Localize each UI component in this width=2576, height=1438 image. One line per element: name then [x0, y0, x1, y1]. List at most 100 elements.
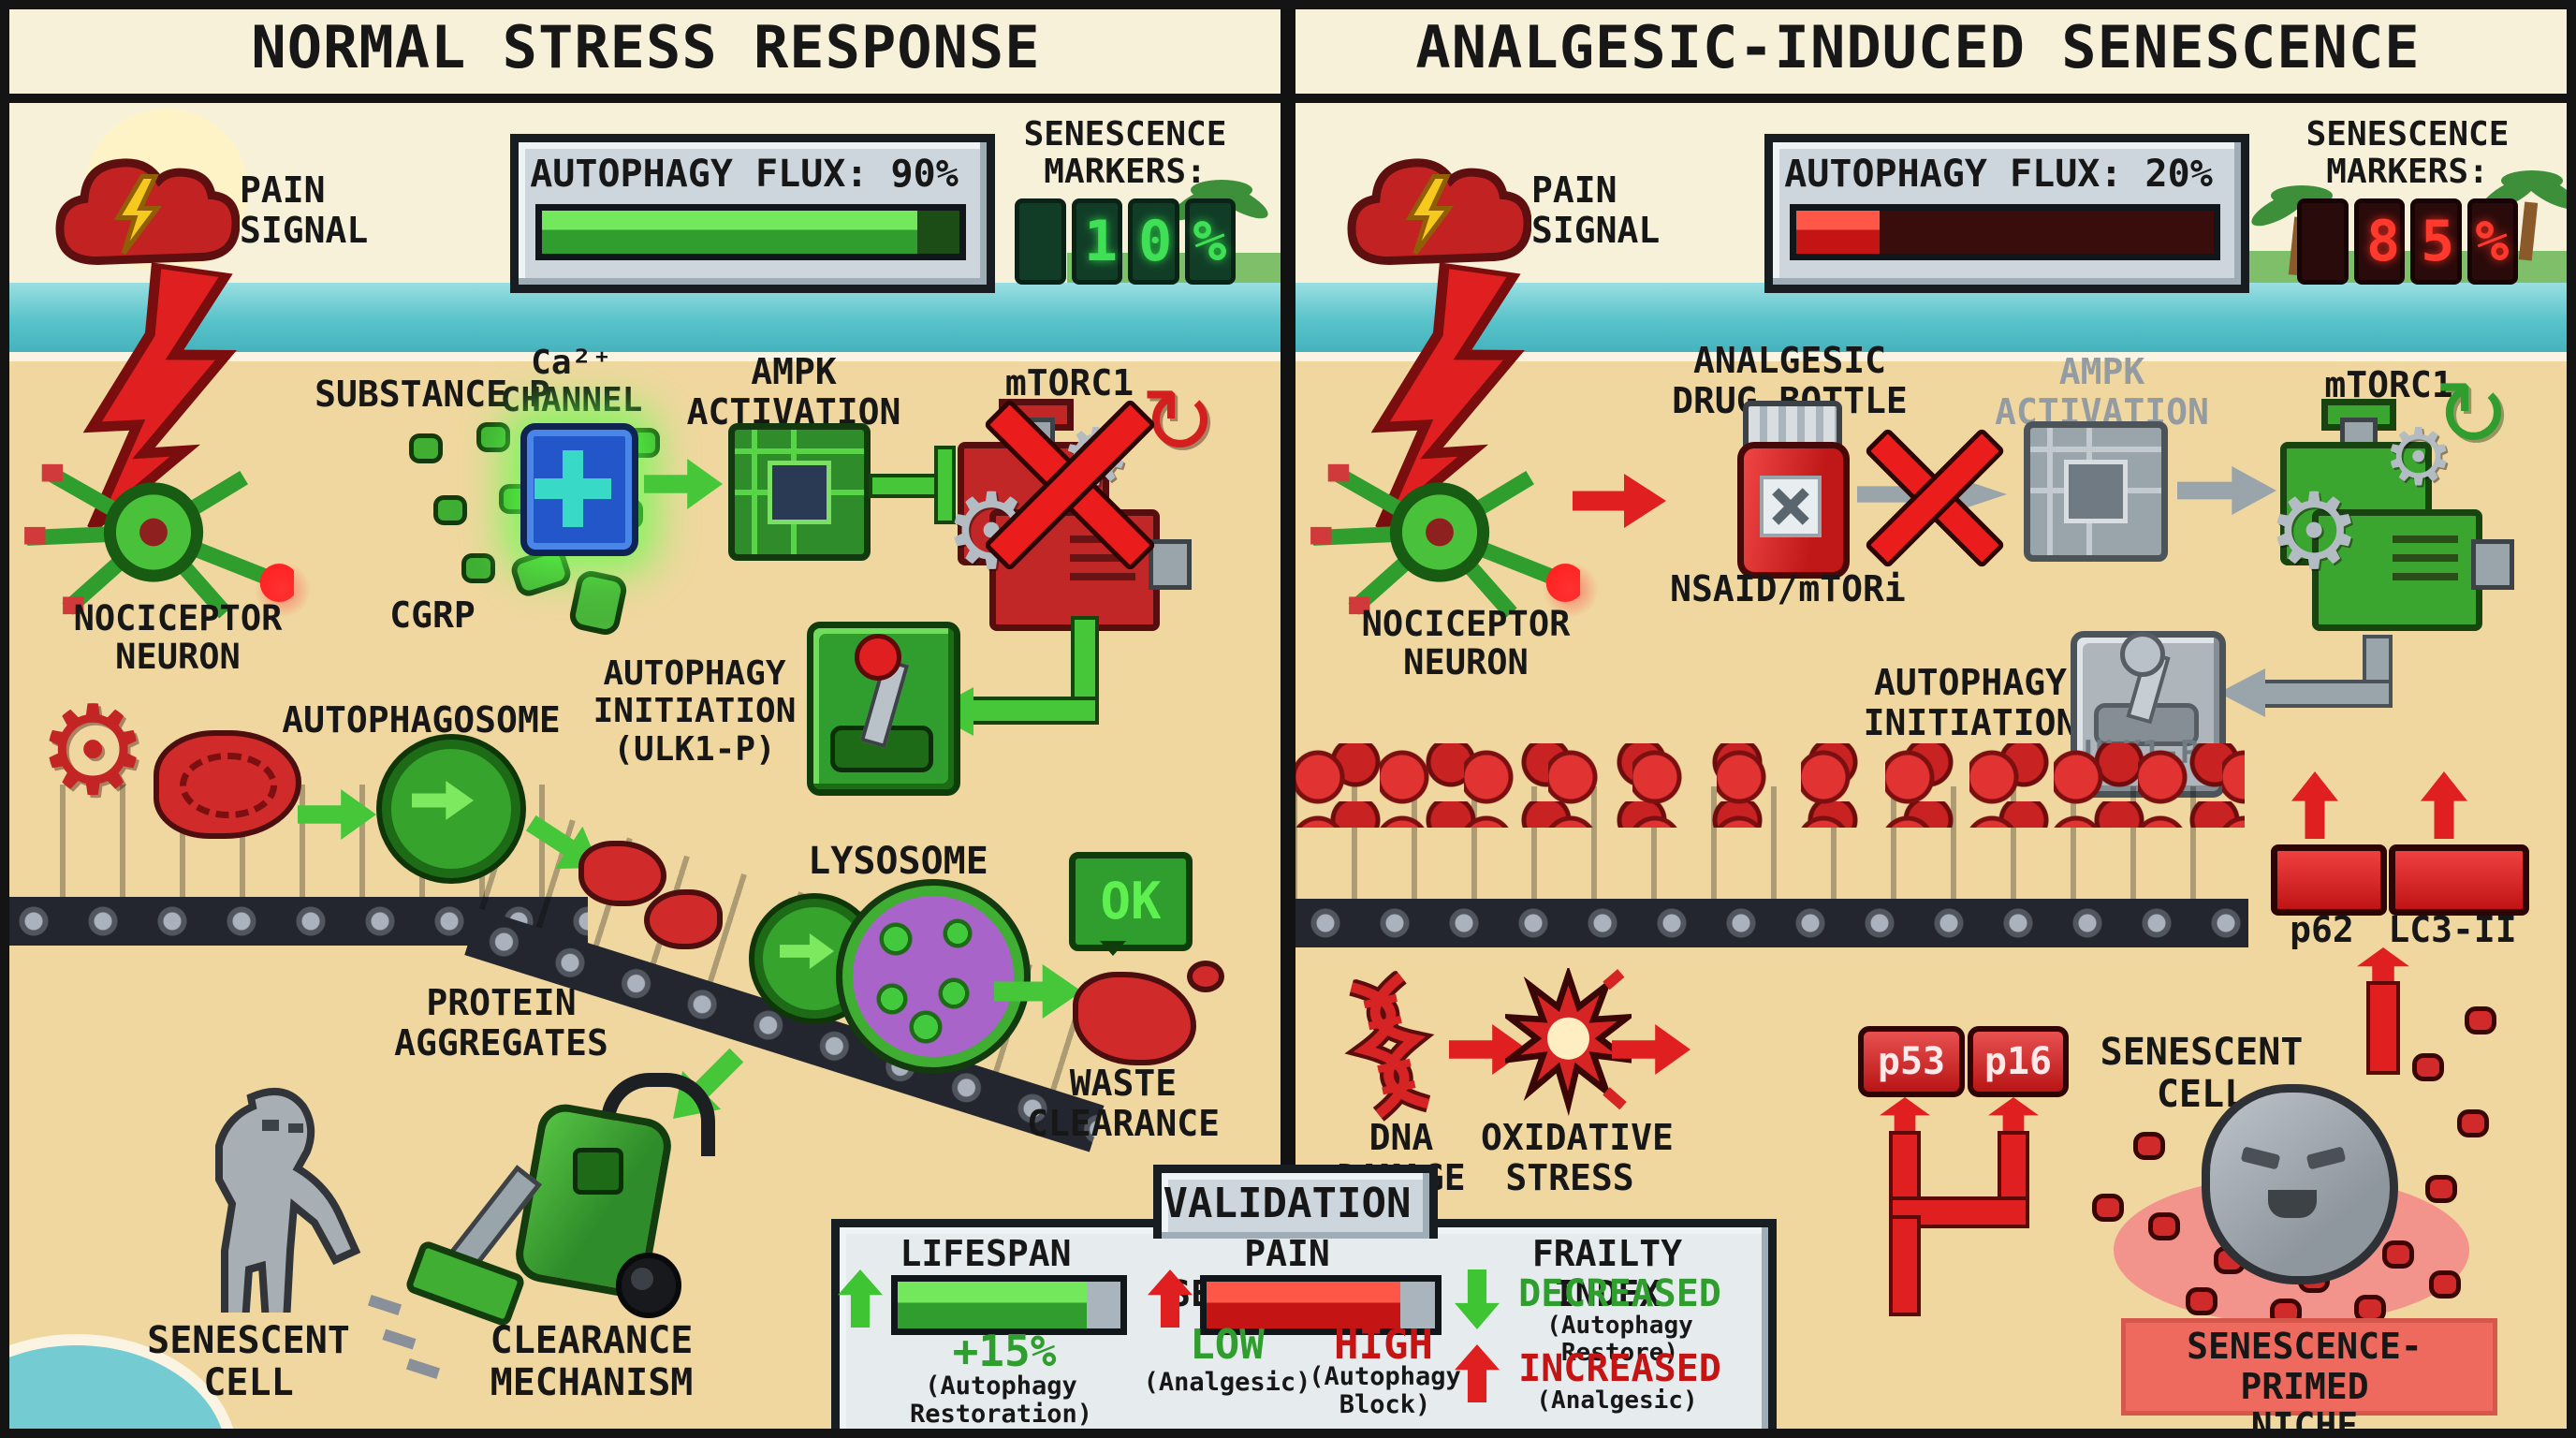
senescence-markers-label: SENESCENCE MARKERS: [1023, 115, 1227, 192]
pain-signal-label: PAIN SIGNAL [1531, 169, 1661, 251]
autophagy-flux-panel: AUTOPHAGY FLUX: 20% [1764, 134, 2249, 293]
lifespan-value: +15% [952, 1326, 1057, 1376]
waste-blob-icon [1073, 972, 1196, 1065]
nociceptor-neuron-icon [1310, 463, 1580, 619]
pain-high-note: (Autophagy Block) [1309, 1362, 1461, 1420]
gear-icon: ⚙ [2267, 471, 2362, 593]
frailty-increased: INCREASED [1518, 1347, 1721, 1390]
sasp-dots [2153, 1217, 2175, 1236]
pain-low-label: LOW [1190, 1321, 1265, 1369]
p62-label: p62 [2290, 909, 2354, 950]
left-panel-title: NORMAL STRESS RESPONSE [251, 13, 1041, 81]
lifespan-note: (Autophagy Restoration) [909, 1372, 1093, 1430]
oxidative-starburst-icon [1505, 968, 1632, 1117]
autophagy-initiation-label: AUTOPHAGY INITIATION [1863, 662, 2078, 743]
lysosome-label: LYSOSOME [808, 840, 988, 883]
pain-cloud-icon [1347, 158, 1531, 266]
ampk-chip-icon [728, 423, 871, 561]
ca-channel-icon [520, 423, 638, 556]
pain-low-note: (Analgesic) [1143, 1368, 1311, 1397]
gear-icon: ⚙ [2383, 411, 2454, 503]
frailty-index-label: FRAILTY INDEX [1531, 1233, 1683, 1314]
branch-downstem [1893, 1219, 1917, 1313]
right-flux-fill [1796, 211, 1881, 254]
lifespan-bar [891, 1275, 1127, 1335]
senescent-cell-blob-icon [2202, 1084, 2398, 1284]
pain-glow [1543, 562, 1599, 618]
substance-p-dots [414, 438, 438, 459]
nociceptor-label: NOCICEPTOR NEURON [1361, 604, 1571, 683]
senescence-primed-niche-label: SENESCENCE-PRIMED NICHE [2187, 1326, 2422, 1438]
sasp-arrow-stem [2370, 985, 2396, 1071]
senescence-markers-display: 85% [2297, 198, 2518, 285]
senescence-markers-display: 10% [1015, 198, 1236, 285]
pain-signal-label: PAIN SIGNAL [240, 169, 369, 251]
vacuum-icon [367, 1058, 721, 1339]
senescent-cell-icon [215, 1088, 361, 1313]
pain-fill [1207, 1282, 1401, 1328]
clearance-mechanism-label: CLEARANCE MECHANISM [490, 1319, 694, 1404]
ampk-chip-icon [2024, 421, 2168, 562]
mtorc1-label: mTORC1 [2324, 364, 2453, 405]
mtorc1-engine-icon: ⚙ ⚙ [2263, 399, 2514, 633]
cgrp-label: CGRP [389, 594, 476, 636]
drug-bottle-label: ANALGESIC DRUG BOTTLE [1672, 340, 1908, 421]
panel-divider [1281, 0, 1295, 1438]
left-flux-fill [542, 211, 918, 254]
waste-pile [1295, 743, 2245, 828]
ok-label: OK [1100, 871, 1162, 931]
lifespan-label: LIFESPAN [900, 1233, 1072, 1274]
senescence-markers-label: SENESCENCE MARKERS: [2305, 115, 2510, 192]
ca-channel-label: Ca²⁺ CHANNEL [500, 344, 643, 420]
palm-tree-icon [1166, 167, 1273, 279]
autophagosome-icon [382, 740, 520, 878]
pain-sensitivity-bar [1200, 1275, 1442, 1335]
autophagy-flux-label: AUTOPHAGY FLUX: 20% [1784, 153, 2213, 196]
senescence-markers-value: 10% [1084, 209, 1248, 274]
inhibition-tbar [938, 449, 952, 521]
mitochondria-icon [154, 730, 301, 839]
palm-tree-icon [2477, 157, 2576, 279]
arrow-mtorc1-to-initiation [1075, 620, 1095, 713]
lightning-bolt-icon [82, 257, 237, 533]
drug-bottle-icon [1732, 401, 1850, 579]
waste-dot [1187, 961, 1224, 992]
oxidative-stress-label: OXIDATIVE STRESS [1481, 1117, 1674, 1198]
lifespan-fill [898, 1282, 1088, 1328]
ampk-label: AMPK ACTIVATION [1995, 351, 2209, 433]
joystick-icon [807, 622, 960, 796]
lightning-bolt-icon [1370, 257, 1525, 533]
nociceptor-label: NOCICEPTOR NEURON [73, 598, 283, 678]
pain-glow [255, 562, 311, 618]
mtorc1-label: mTORC1 [1004, 362, 1134, 404]
lc3-band [2389, 844, 2529, 916]
senescent-cell-label: SENESCENT CELL [2100, 1031, 2304, 1116]
inhibition-arrow [872, 477, 938, 494]
senescence-markers-value: 85% [2366, 209, 2530, 274]
autophagy-flux-label: AUTOPHAGY FLUX: 90% [530, 153, 959, 196]
senescence-primed-niche-box: SENESCENCE-PRIMED NICHE [2121, 1318, 2497, 1438]
p53-badge: p53 [1858, 1026, 1965, 1097]
ampk-label: AMPK ACTIVATION [686, 351, 901, 433]
protein-aggregates-label: PROTEIN AGGREGATES [394, 982, 608, 1064]
lc3-label: LC3-II [2388, 909, 2517, 950]
autophagosome-label: AUTOPHAGOSOME [282, 699, 561, 741]
protein-aggregate [578, 841, 666, 906]
protein-aggregate [644, 889, 723, 949]
frailty-decreased: DECREASED [1518, 1272, 1721, 1315]
conveyor-belt [1292, 786, 2248, 947]
branch-stem [2001, 1135, 2026, 1206]
autophagy-flux-bar [535, 204, 966, 260]
autophagy-flux-bar [1790, 204, 2220, 260]
validation-title: VALIDATION [1163, 1180, 1412, 1227]
right-panel-title: ANALGESIC-INDUCED SENESCENCE [1415, 13, 2421, 81]
waste-clearance-label: WASTE CLEARANCE [1027, 1063, 1220, 1144]
p62-band [2271, 844, 2387, 916]
validation-tab: VALIDATION [1153, 1165, 1438, 1239]
pain-cloud-icon [55, 158, 240, 266]
lysosome-icon [842, 886, 1024, 1067]
branch-stem [1893, 1135, 1917, 1206]
frailty-decreased-note: (Autophagy Restore) [1546, 1312, 1693, 1368]
dna-icon [1344, 969, 1435, 1122]
